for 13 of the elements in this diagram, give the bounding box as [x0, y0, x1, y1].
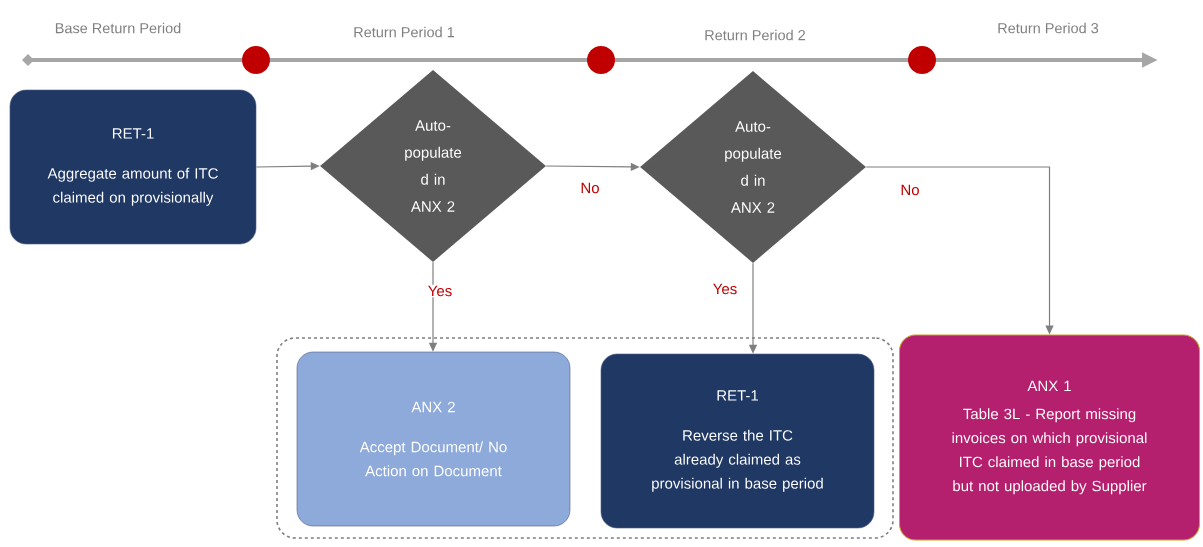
process-box: ANX 2 Accept Document/ No Action on Document [296, 351, 571, 527]
process-box: RET-1 Aggregate amount of ITC claimed on provisionally [9, 89, 257, 245]
period-label: Return Period 3 [998, 22, 1099, 34]
period-label: Base Return Period [55, 22, 181, 34]
edge-label: No [579, 181, 601, 195]
period-label: Return Period 2 [705, 29, 806, 41]
process-box: RET-1 Reverse the ITC already claimed as provisional in base period [600, 353, 875, 529]
process-box: ANX 1 Table 3L - Report missing invoices on which provisional ITC claimed in base period but not uploaded by Supplier [899, 334, 1200, 541]
period-label: Return Period 1 [354, 26, 455, 38]
edge-label: Yes [711, 282, 739, 296]
edge-label: Yes [426, 284, 454, 298]
edge-label: No [899, 183, 921, 197]
dashed-group-box [276, 337, 894, 539]
